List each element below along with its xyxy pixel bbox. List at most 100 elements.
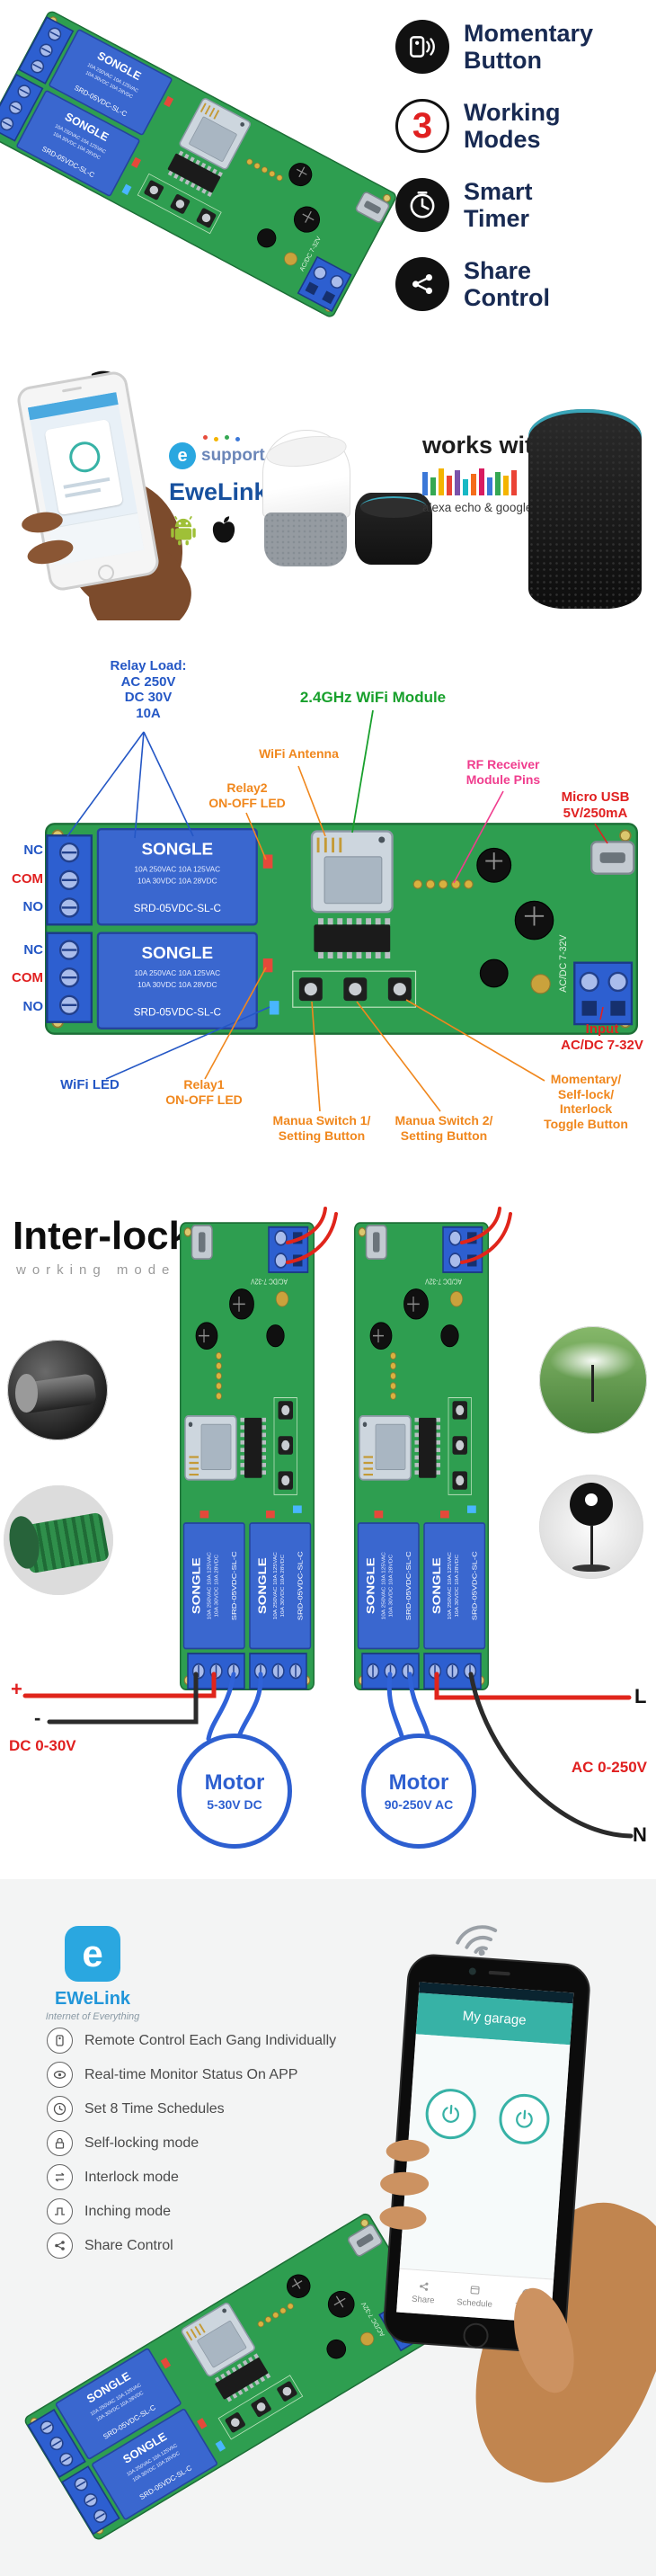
terminal-nc-label: NC [23, 842, 43, 858]
badge-line: Button [464, 47, 542, 75]
feature-badge-label: Working Modes [464, 99, 561, 153]
earpiece [488, 1970, 510, 1976]
feature-item: Share Control [47, 2233, 173, 2259]
monitor-icon [47, 2062, 73, 2088]
feature-item: Real-time Monitor Status On APP [47, 2062, 297, 2088]
home-button [462, 2322, 490, 2349]
android-icon [171, 515, 196, 546]
dc-negative-wire [47, 1671, 199, 1725]
badge-line: Momentary [464, 20, 594, 47]
sprinkler-photo [539, 1326, 647, 1434]
badge-line: Timer [464, 205, 530, 233]
terminal-com-label: COM [12, 970, 43, 985]
badge-line: Control [464, 284, 550, 312]
feature-badge-label: Share Control [464, 257, 550, 311]
terminal-no-label: NO [22, 899, 44, 914]
feature-badge-label: Momentary Button [464, 20, 593, 74]
ewelink-brand-text: EweLink [169, 478, 268, 505]
minus-mark: - [34, 1707, 41, 1729]
ac-neutral-wire [468, 1671, 634, 1839]
tab-label: Schedule [456, 2296, 493, 2310]
smart-timer-icon [395, 178, 449, 233]
motor-wire [206, 1671, 236, 1742]
plus-mark: + [11, 1678, 22, 1700]
remote-icon [47, 2028, 73, 2054]
ewelink-e-icon: e [169, 442, 196, 469]
echo-dot-photo [355, 493, 432, 565]
feature-item: Remote Control Each Gang Individually [47, 2028, 336, 2054]
feature-label: Remote Control Each Gang Individually [84, 2032, 337, 2048]
google-home-photo [262, 430, 350, 566]
ewelink-app-logo: e [65, 1926, 120, 1982]
tab-label: Share [411, 2294, 435, 2305]
wifi-module-label: 2.4GHz WiFi Module [299, 689, 447, 706]
ewelink-brand: EWeLink [54, 1989, 131, 2009]
app-header-bar [27, 392, 119, 421]
feature-label: Share Control [84, 2237, 173, 2253]
hand-with-phone-photo [5, 369, 205, 658]
manual-switch2-label: Manua Switch 2/Setting Button [394, 1113, 493, 1143]
input-wire [286, 1212, 338, 1264]
feature-badge-smart-timer: Smart Timer [395, 178, 533, 233]
feature-badge-share-control: Share Control [395, 257, 550, 312]
diagram-leader-lines [66, 709, 608, 1112]
badge-line: Modes [464, 126, 541, 154]
vertical-board-left [179, 1222, 315, 1691]
input-wire [286, 1207, 327, 1244]
works-with-bars [422, 467, 647, 495]
dc-positive-wire [22, 1671, 217, 1698]
schedule-icon [47, 2096, 73, 2122]
finger-photo [380, 2171, 430, 2196]
vertical-board-right [353, 1222, 490, 1691]
confetti-dots [203, 435, 257, 442]
terminal-nc-label: NC [23, 942, 43, 958]
wifi-signal-icon [456, 1925, 498, 1957]
app-section: e EWeLink Internet of Everything Remote … [0, 1879, 656, 2576]
wifi-antenna-label: WiFi Antenna [259, 746, 339, 761]
channel2-toggle-button [497, 2091, 552, 2146]
feature-label: Interlock mode [84, 2169, 179, 2185]
front-camera [468, 1967, 477, 1975]
support-text: support [201, 446, 265, 465]
ac-supply-label: AC 0-250V [571, 1759, 647, 1776]
input-wire [460, 1207, 501, 1244]
share-control-icon [395, 257, 449, 312]
fan-photo [539, 1475, 643, 1579]
tab-share: Share [396, 2269, 451, 2316]
feature-badge-working-modes: 3 Working Modes [395, 99, 561, 154]
apple-icon [212, 516, 235, 543]
manual-switch1-label: Manua Switch 1/Setting Button [272, 1113, 371, 1143]
interlock-icon [47, 2164, 73, 2190]
feature-badge-momentary: Momentary Button [395, 20, 593, 75]
input-wire [460, 1212, 512, 1264]
inching-icon [47, 2198, 73, 2224]
feature-label: Self-locking mode [84, 2135, 199, 2151]
app-body [399, 2034, 571, 2280]
feature-item: Inching mode [47, 2198, 171, 2224]
interlock-section: Inter-lock working mode [0, 1205, 656, 1879]
earpiece [61, 386, 83, 393]
pump-photo [7, 1340, 108, 1440]
ac-line-wire [434, 1671, 632, 1700]
works-with-title: works with [422, 432, 548, 459]
speaker-fabric-base [264, 513, 347, 566]
three-modes-icon: 3 [395, 99, 449, 154]
badge-line: Working [464, 99, 561, 126]
motor-photo [4, 1485, 113, 1595]
neutral-label: N [633, 1823, 647, 1846]
interlock-wiring [22, 1207, 634, 1839]
channel1-toggle-button [423, 2087, 478, 2142]
phone-screen [27, 392, 145, 566]
feature-badge-label: Smart Timer [464, 178, 533, 232]
